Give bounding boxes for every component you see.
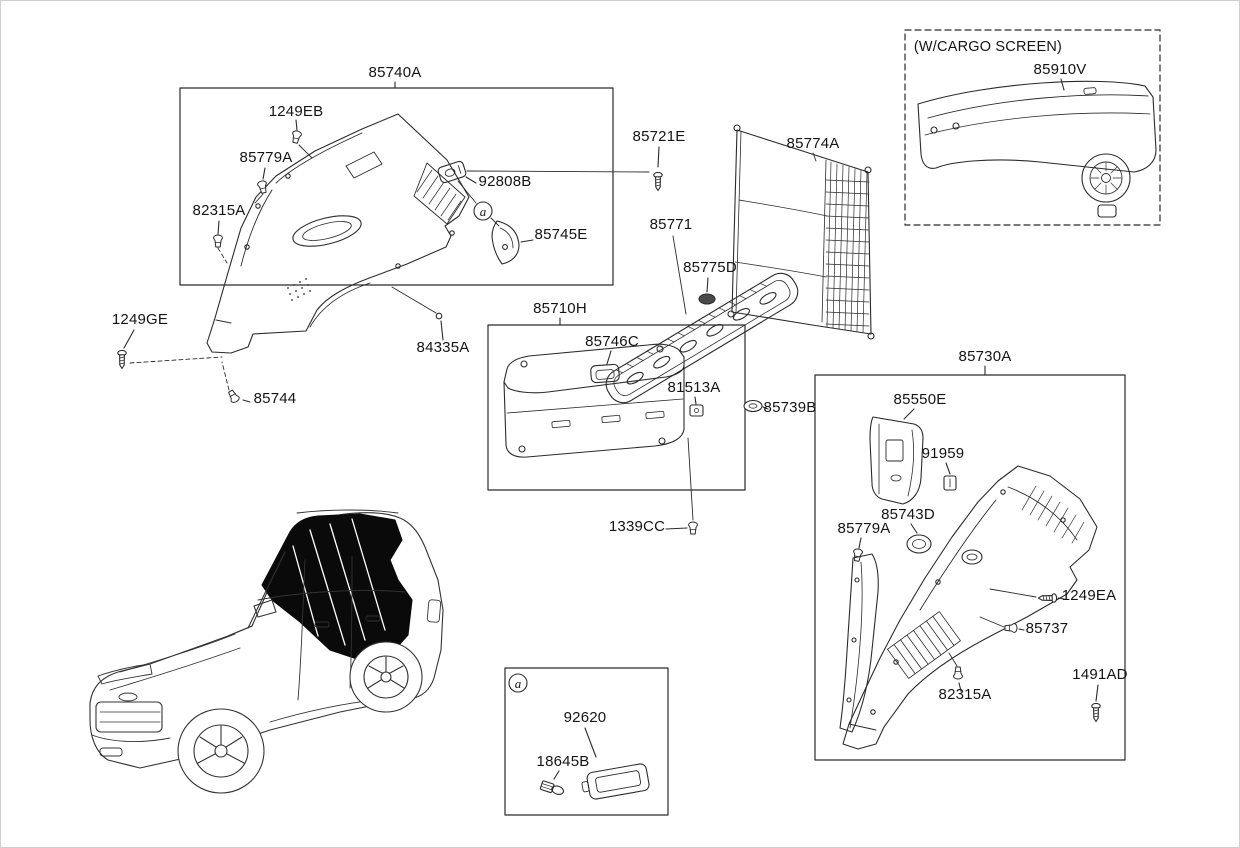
part-label-85775D: 85775D [683, 259, 737, 276]
part-label-18645B: 18645B [537, 753, 590, 770]
callout-85745E [491, 220, 534, 265]
callout-85737 [979, 616, 1025, 634]
pillar-trim-rh-drawing [839, 553, 879, 733]
part-label-85710H: 85710H [533, 300, 587, 317]
callout-1339CC [665, 437, 699, 535]
part-label-92620: 92620 [564, 709, 607, 726]
cup-icon [906, 534, 932, 554]
part-label-85737: 85737 [1026, 620, 1069, 637]
part-label-92808B: 92808B [479, 173, 532, 190]
callout-92808B [437, 160, 477, 184]
board-handle-drawing [590, 363, 620, 384]
part-label-84335A: 84335A [417, 339, 470, 356]
part-label-85744: 85744 [254, 390, 297, 407]
part-label-82315A-lh: 82315A [193, 202, 246, 219]
cargo-screen-note: (W/CARGO SCREEN) [914, 39, 1062, 55]
part-label-85774A: 85774A [787, 135, 840, 152]
part-label-85779A-rh: 85779A [838, 520, 891, 537]
retainer-icon [943, 475, 957, 491]
cargo-screen-box [904, 29, 1161, 226]
part-label-85739B: 85739B [764, 399, 817, 416]
part-label-1339CC: 1339CC [609, 518, 665, 535]
part-label-85771: 85771 [650, 216, 693, 233]
callout-18645B [539, 770, 565, 795]
rear-wheel [349, 641, 423, 713]
clip-pad-icon [689, 404, 704, 417]
part-label-85910V: 85910V [1034, 61, 1087, 78]
front-wheel [177, 708, 265, 794]
part-label-1249EB: 1249EB [269, 103, 324, 120]
callout-82315A-rh [948, 652, 964, 692]
part-label-85745E: 85745E [535, 226, 588, 243]
grommet-icon [743, 399, 763, 413]
part-label-81513A: 81513A [668, 379, 721, 396]
part-label-85740A: 85740A [369, 64, 422, 81]
callout-1491AD [1091, 684, 1101, 723]
detail-marker-a-box-label: a [515, 676, 522, 691]
callout-81513A [689, 396, 704, 417]
detail-marker-a-main [457, 180, 500, 227]
quarter-trim-lh-drawing [206, 113, 470, 354]
assembly-box-quarter-trim-rh [814, 365, 1126, 761]
lamp-detail-box [504, 667, 669, 816]
callout-85779A-rh [851, 537, 864, 563]
detail-marker-a-label: a [480, 204, 487, 219]
part-label-91959: 91959 [922, 445, 965, 462]
part-label-1249EA: 1249EA [1062, 587, 1117, 604]
part-label-85550E: 85550E [894, 391, 947, 408]
callout-1249EB [290, 119, 313, 159]
scuff-plate-drawing [605, 235, 799, 404]
part-label-1491AD: 1491AD [1072, 666, 1127, 683]
callout-91959 [943, 462, 957, 491]
callout-85779A-lh [254, 167, 269, 204]
part-label-85779A-lh: 85779A [240, 149, 293, 166]
callout-85744 [221, 361, 251, 405]
part-label-82315A-rh: 82315A [939, 686, 992, 703]
pillar-trim-85550E-drawing [869, 408, 924, 505]
luggage-board-drawing [503, 343, 685, 458]
callout-84335A [391, 286, 444, 341]
part-label-85746C: 85746C [585, 333, 639, 350]
callout-1249GE [117, 329, 223, 370]
plug-icon [698, 293, 716, 305]
part-label-85730A: 85730A [959, 348, 1012, 365]
cargo-net-drawing [727, 124, 875, 340]
assembly-box-quarter-trim-lh [179, 81, 614, 286]
callout-85775D [698, 277, 716, 305]
luggage-lamp-assembly-drawing [581, 763, 650, 800]
callout-1249EA [989, 588, 1065, 603]
bulb-icon [539, 780, 565, 795]
quarter-trim-rh-drawing [842, 465, 1098, 750]
callout-85743D [906, 523, 932, 554]
luggage-lamp-drawing [437, 160, 467, 184]
part-label-85743D: 85743D [881, 506, 935, 523]
callout-85739B [743, 399, 769, 413]
callout-85746C [606, 350, 612, 365]
part-label-85721E: 85721E [633, 128, 686, 145]
callout-92620 [581, 727, 650, 800]
vehicle-illustration [89, 509, 444, 794]
callout-85721E [466, 146, 663, 192]
part-label-1249GE: 1249GE [112, 311, 168, 328]
callout-82315A-lh [212, 220, 228, 264]
cargo-screen-drawing [917, 78, 1157, 218]
